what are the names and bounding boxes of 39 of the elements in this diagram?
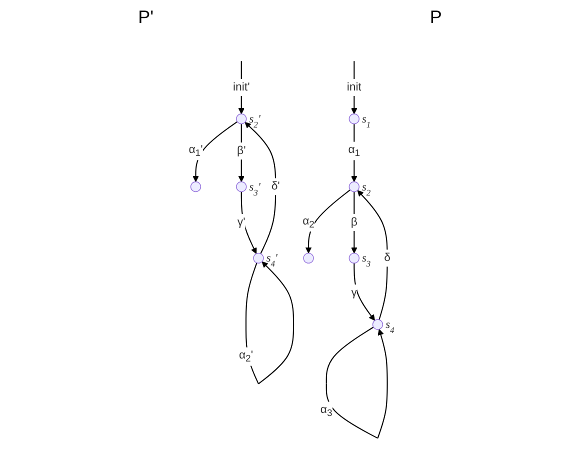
state-circle bbox=[349, 181, 360, 192]
edge-label: γ' bbox=[238, 214, 246, 231]
arrow bbox=[351, 124, 358, 182]
arrow bbox=[246, 261, 294, 384]
arrow bbox=[245, 122, 277, 254]
edge-label: α$_{1}$ bbox=[348, 142, 361, 160]
state-name: s$_{4}$' bbox=[266, 252, 278, 269]
state-circle bbox=[372, 319, 384, 330]
graph-title: P' bbox=[138, 6, 154, 28]
edge-label: α$_{3}$ bbox=[320, 404, 333, 418]
arrow bbox=[358, 190, 388, 320]
state-name: s$_{1}$ bbox=[362, 113, 372, 130]
state-name: s$_{3}$ bbox=[362, 252, 372, 269]
arrow bbox=[306, 189, 351, 254]
state-circle bbox=[304, 252, 314, 264]
edge-label: init' bbox=[233, 78, 250, 96]
graph-title: P bbox=[430, 6, 442, 28]
state-name: s$_{2}$' bbox=[250, 113, 261, 130]
edge-label: β bbox=[351, 214, 358, 231]
arrow bbox=[241, 192, 258, 254]
edge-label: δ bbox=[384, 250, 391, 267]
state-circle bbox=[349, 252, 360, 264]
state-circle bbox=[190, 181, 202, 192]
state-circle bbox=[236, 114, 248, 124]
state-circle bbox=[236, 181, 248, 192]
edge-label: init bbox=[347, 78, 362, 96]
arrow bbox=[238, 61, 245, 114]
arrow bbox=[354, 263, 376, 321]
edge-label: α$_{2}$' bbox=[239, 349, 254, 364]
state-name: s$_{2}$ bbox=[362, 181, 372, 198]
arrow bbox=[326, 326, 388, 439]
state-circle bbox=[254, 252, 264, 264]
arrow bbox=[193, 121, 238, 182]
edge-label: β' bbox=[237, 142, 246, 160]
arrow bbox=[351, 192, 358, 254]
state-circle bbox=[349, 114, 360, 124]
state-name: s$_{3}$' bbox=[250, 181, 261, 198]
edge-label: δ' bbox=[272, 178, 280, 196]
state-name: s$_{4}$ bbox=[386, 319, 395, 336]
